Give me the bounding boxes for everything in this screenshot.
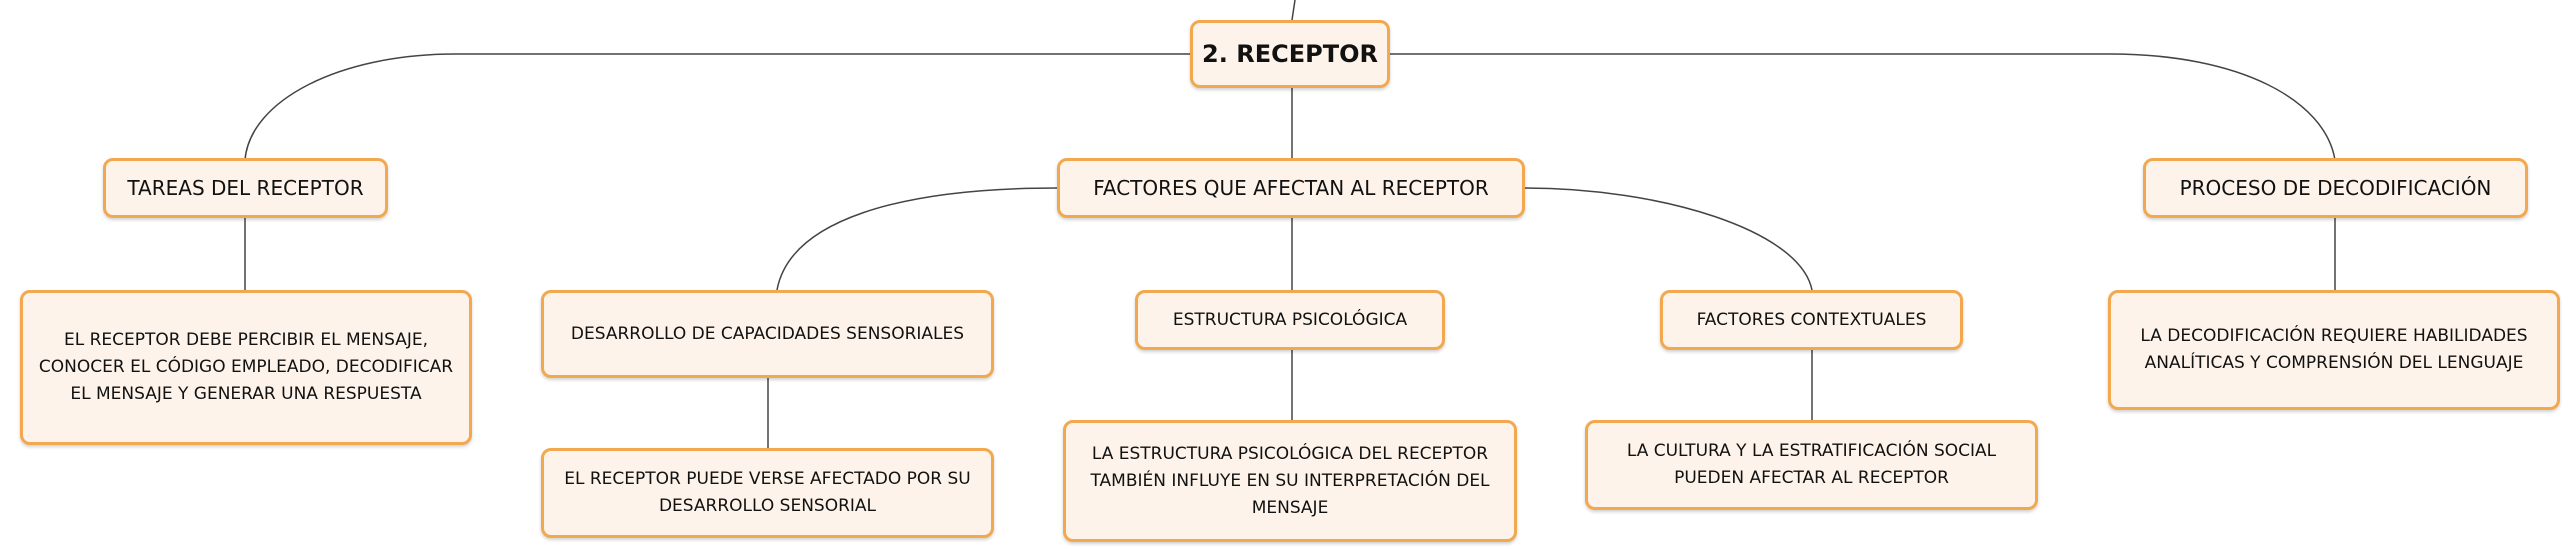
- edge-factores-contextuales: [1524, 187, 1813, 291]
- factores-label: FACTORES QUE AFECTAN AL RECEPTOR: [1093, 176, 1489, 200]
- contextuales-node[interactable]: FACTORES CONTEXTUALES: [1660, 290, 1963, 350]
- psicologica-detail-text: LA ESTRUCTURA PSICOLÓGICA DEL RECEPTOR T…: [1090, 443, 1490, 518]
- contextuales-label: FACTORES CONTEXTUALES: [1696, 310, 1927, 330]
- psicologica-node[interactable]: ESTRUCTURA PSICOLÓGICA: [1135, 290, 1445, 350]
- contextuales-detail-node[interactable]: LA CULTURA Y LA ESTRATIFICACIÓN SOCIAL P…: [1585, 420, 2038, 510]
- edge-root-tareas: [244, 53, 1190, 161]
- sensoriales-detail-text: EL RECEPTOR PUEDE VERSE AFECTADO POR SU …: [564, 469, 971, 516]
- tareas-node[interactable]: TAREAS DEL RECEPTOR: [103, 158, 388, 218]
- proceso-detail-node[interactable]: LA DECODIFICACIÓN REQUIERE HABILIDADES A…: [2108, 290, 2560, 410]
- sensoriales-label: DESARROLLO DE CAPACIDADES SENSORIALES: [570, 324, 965, 344]
- proceso-label: PROCESO DE DECODIFICACIÓN: [2179, 176, 2492, 200]
- psicologica-label: ESTRUCTURA PSICOLÓGICA: [1172, 310, 1408, 330]
- tareas-label: TAREAS DEL RECEPTOR: [127, 176, 364, 200]
- proceso-detail-text: LA DECODIFICACIÓN REQUIERE HABILIDADES A…: [2140, 326, 2528, 373]
- edge-incoming-root: [1291, 0, 1296, 21]
- tareas-detail-text: EL RECEPTOR DEBE PERCIBIR EL MENSAJE, CO…: [38, 330, 454, 404]
- psicologica-detail-node[interactable]: LA ESTRUCTURA PSICOLÓGICA DEL RECEPTOR T…: [1063, 420, 1517, 542]
- sensoriales-node[interactable]: DESARROLLO DE CAPACIDADES SENSORIALES: [541, 290, 994, 378]
- contextuales-detail-text: LA CULTURA Y LA ESTRATIFICACIÓN SOCIAL P…: [1626, 441, 1997, 488]
- tareas-detail-node[interactable]: EL RECEPTOR DEBE PERCIBIR EL MENSAJE, CO…: [20, 290, 472, 445]
- root-node[interactable]: 2. RECEPTOR: [1190, 20, 1390, 88]
- edge-root-proceso: [1390, 53, 2336, 161]
- sensoriales-detail-node[interactable]: EL RECEPTOR PUEDE VERSE AFECTADO POR SU …: [541, 448, 994, 538]
- edge-factores-sensoriales: [776, 187, 1058, 291]
- proceso-node[interactable]: PROCESO DE DECODIFICACIÓN: [2143, 158, 2528, 218]
- root-label: 2. RECEPTOR: [1202, 40, 1378, 68]
- factores-node[interactable]: FACTORES QUE AFECTAN AL RECEPTOR: [1057, 158, 1525, 218]
